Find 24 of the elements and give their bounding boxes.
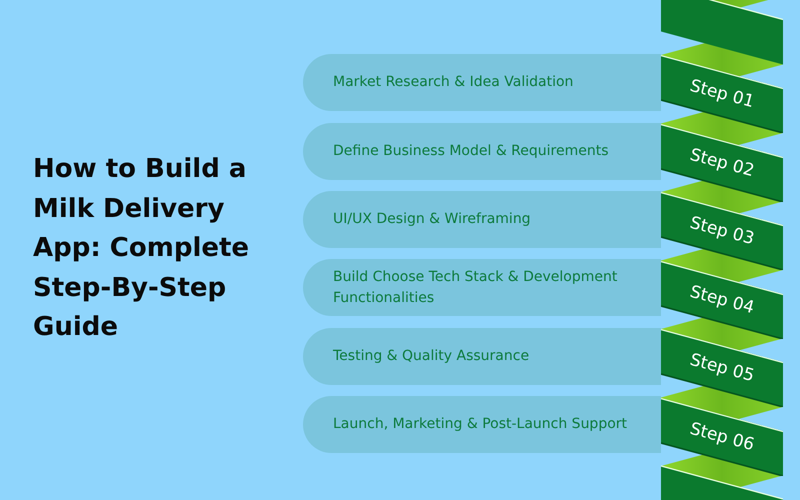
step-text: Define Business Model & Requirements [333,142,610,161]
step-label: Step 03 [688,212,756,250]
step-pill [303,54,661,111]
ribbon-band [661,329,783,407]
ribbon-band [661,192,783,270]
step-label: Step 05 [688,350,756,386]
step-pill [303,328,661,385]
step-text: UI/UX Design & Wireframing [333,210,532,229]
step-pill [303,259,661,316]
ribbon-band [661,260,783,338]
step-pill [303,396,661,453]
step-text: Build Choose Tech Stack & Development Functionalities [333,268,618,308]
ribbon-band [661,55,783,133]
step-label: Step 02 [688,144,756,181]
step-label: Step 04 [688,281,756,318]
title-heading: How to Build a Milk Delivery App: Complete Step-By-Step Guide [33,153,250,344]
step-label: Step 06 [688,418,756,455]
step-text: Market Research & Idea Validation [333,73,574,92]
step-pill [303,123,661,180]
step-label: Step 01 [688,76,756,112]
step-text: Testing & Quality Assurance [333,347,530,366]
step-text: Launch, Marketing & Post-Launch Support [333,415,628,434]
step-pill [303,191,661,248]
ribbon-band [661,124,783,202]
